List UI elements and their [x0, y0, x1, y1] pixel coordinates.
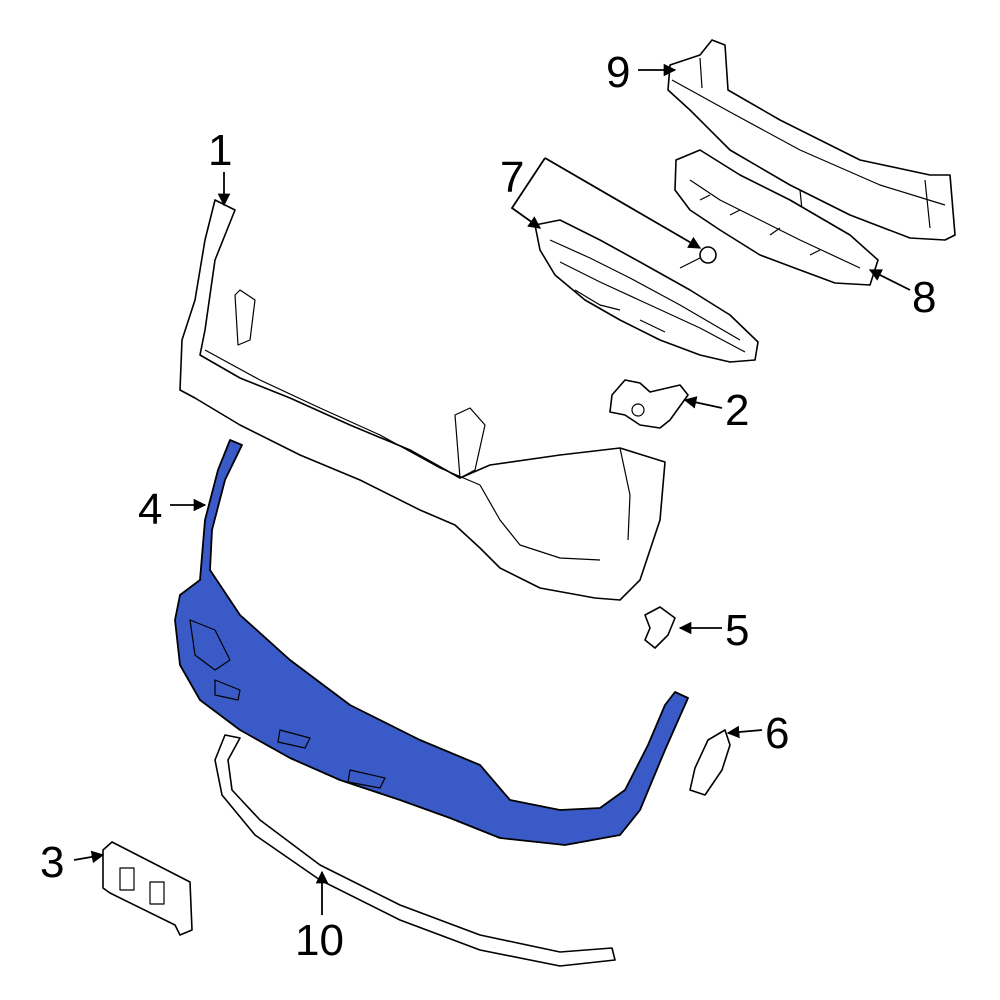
leader-3 [73, 850, 105, 864]
callout-8: 8 [912, 273, 936, 322]
leader-2 [683, 396, 723, 409]
leader-7b [544, 157, 702, 249]
callout-2: 2 [725, 386, 749, 435]
grille-part [534, 219, 759, 363]
callout-10: 10 [295, 916, 344, 965]
callout-7: 7 [500, 153, 524, 202]
lower-valance-part [174, 439, 689, 846]
leader-7 [510, 157, 546, 229]
callout-3: 3 [40, 838, 64, 887]
leader-6 [726, 725, 763, 739]
energy-absorber-part [674, 149, 879, 286]
lower-valance-shape [174, 439, 689, 846]
bumper-cover-part [179, 199, 666, 601]
leader-8 [868, 269, 911, 291]
callout-labels: 1 2 3 4 5 6 7 8 9 10 [40, 48, 936, 965]
leader-lines [73, 63, 911, 915]
callout-9: 9 [606, 48, 630, 97]
impact-bar-part [667, 39, 956, 241]
callout-5: 5 [725, 606, 749, 655]
molding-strip-part [214, 734, 616, 967]
side-bracket-part [689, 729, 731, 796]
clip-part [644, 606, 676, 649]
callout-4: 4 [138, 485, 162, 534]
bracket-part [609, 379, 689, 429]
grille-fastener-part [679, 246, 717, 269]
callout-1: 1 [208, 126, 232, 175]
callout-6: 6 [765, 709, 789, 758]
plate-bracket-part [102, 841, 193, 936]
